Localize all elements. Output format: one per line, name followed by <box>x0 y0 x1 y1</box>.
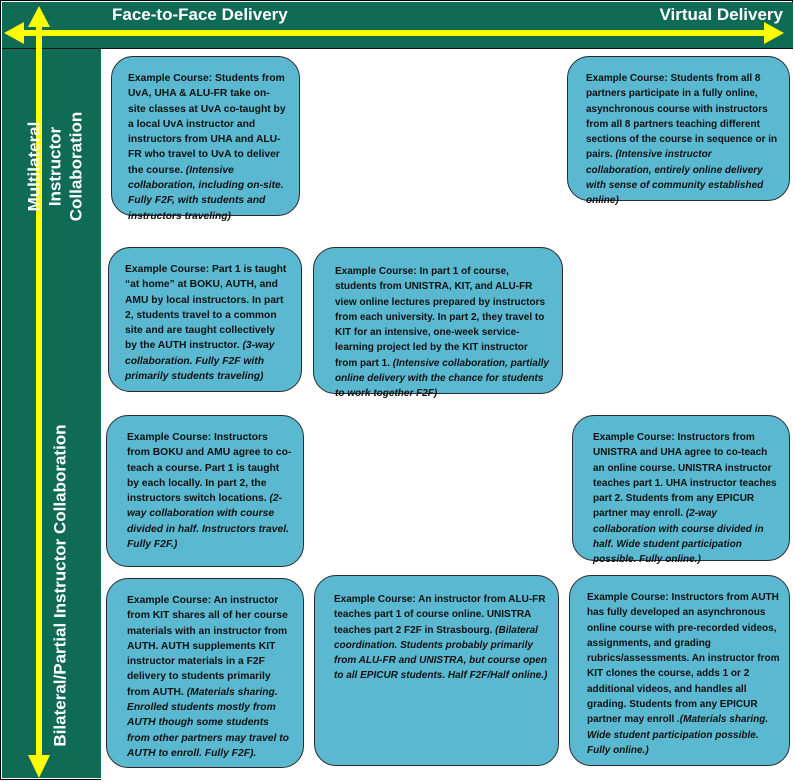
card-note: .(Materials sharing. Wide student partic… <box>587 714 769 756</box>
card-multilateral-virtual: Example Course: Students from all 8 part… <box>567 56 790 206</box>
card-text: Example Course: Instructors from BOKU an… <box>127 432 292 505</box>
card-note: (Intensive collaboration, including on-s… <box>128 164 284 222</box>
card-text: Example Course: Students from all 8 part… <box>586 73 778 161</box>
virtual-label: Virtual Delivery <box>659 5 783 24</box>
bilateral-label: Bilateral/Partial Instructor Collaborati… <box>50 424 70 747</box>
card-two-way-f2f: Example Course: Instructors from BOKU an… <box>106 415 304 567</box>
card-note: (3-way collaboration. Fully F2F with pri… <box>125 340 275 383</box>
delivery-axis-band <box>2 2 793 49</box>
card-multilateral-f2f: Example Course: Students from UvA, UHA &… <box>111 56 300 222</box>
card-text: Example Course: An instructor from ALU-F… <box>334 594 546 636</box>
card-materials-virtual: Example Course: Instructors from AUTH ha… <box>569 575 790 766</box>
card-note: (Intensive instructor collaboration, ent… <box>586 149 764 207</box>
card-blended-middle: Example Course: In part 1 of course, stu… <box>313 247 563 399</box>
card-two-way-virtual: Example Course: Instructors from UNISTRA… <box>572 415 790 565</box>
card-note: (2-way collaboration with course divided… <box>127 493 289 551</box>
card-text: Example Course: In part 1 of course, stu… <box>335 266 546 369</box>
card-note: (Intensive collaboration, partially onli… <box>335 357 549 400</box>
card-text: Example Course: Part 1 is taught “at hom… <box>125 264 287 352</box>
multilateral-label: Multilateral Instructor Collaboration <box>24 111 86 222</box>
card-text: Example Course: An instructor from KIT s… <box>127 595 288 698</box>
card-materials-f2f: Example Course: An instructor from KIT s… <box>106 578 304 768</box>
card-bilateral-half: Example Course: An instructor from ALU-F… <box>314 575 559 766</box>
card-note: (Materials sharing. Enrolled students mo… <box>127 686 289 759</box>
card-note: (Bilateral coordination. Students probab… <box>334 624 548 682</box>
card-text: Example Course: Instructors from UNISTRA… <box>593 432 777 520</box>
collaboration-axis-band <box>2 2 102 778</box>
card-note: (2-way collaboration with course divided… <box>593 508 764 566</box>
face-to-face-label: Face-to-Face Delivery <box>112 5 288 24</box>
card-text: Example Course: Instructors from AUTH ha… <box>587 592 780 726</box>
card-three-way-f2f: Example Course: Part 1 is taught “at hom… <box>108 247 302 392</box>
card-text: Example Course: Students from UvA, UHA &… <box>128 73 286 176</box>
